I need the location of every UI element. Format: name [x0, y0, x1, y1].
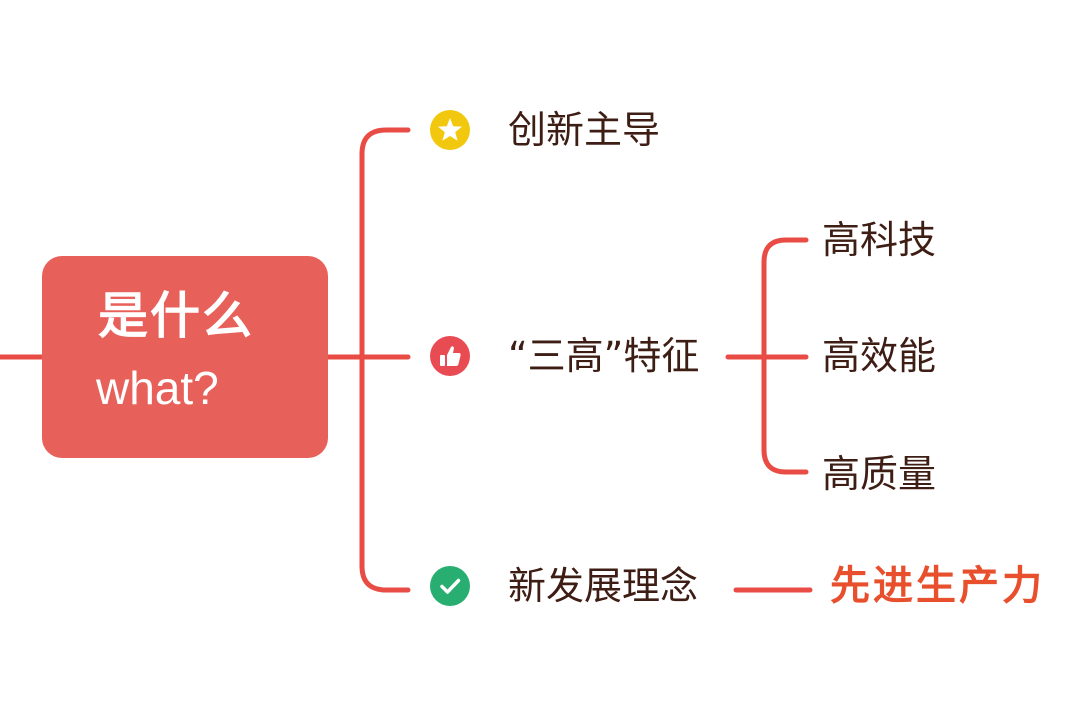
branch-label-three-high[interactable]: “三高”特征 — [508, 334, 700, 378]
result-label[interactable]: 先进生产力 — [830, 563, 1045, 609]
thumbs-up-icon — [430, 336, 470, 376]
branch-label-new-concept[interactable]: 新发展理念 — [508, 564, 699, 608]
main-branch-bracket — [359, 127, 411, 593]
sub-branch-label-quality[interactable]: 高质量 — [822, 452, 937, 496]
star-icon — [430, 110, 470, 150]
root-subtitle: what? — [96, 362, 219, 414]
check-icon — [430, 566, 470, 606]
sub-branch-label-efficiency[interactable]: 高效能 — [822, 334, 937, 378]
branch-label-innovation[interactable]: 创新主导 — [508, 108, 661, 152]
root-title: 是什么 — [98, 287, 254, 345]
sub-branch-label-tech[interactable]: 高科技 — [822, 218, 937, 262]
root-node[interactable]: 是什么 what? — [42, 256, 328, 458]
